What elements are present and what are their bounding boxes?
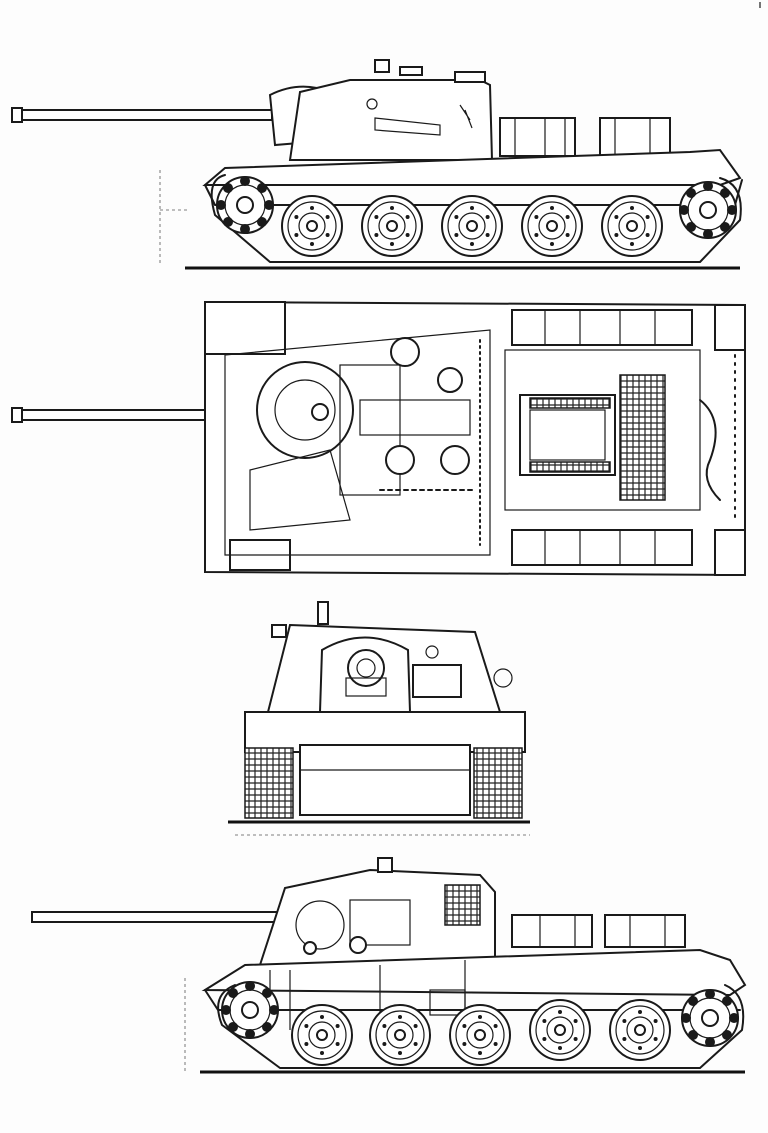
hull [201, 948, 747, 997]
radiator-grille [619, 374, 666, 501]
gun-muzzle [347, 649, 385, 687]
front-view [228, 601, 530, 836]
gun-mount [256, 361, 354, 459]
side-cutaway-view [31, 857, 747, 1074]
top-view [11, 300, 746, 577]
fuel-tank [511, 914, 593, 948]
fuel-tank [511, 529, 693, 566]
track [210, 174, 742, 263]
gun-barrel [31, 911, 295, 923]
gun-barrel [11, 107, 273, 123]
periscope [374, 59, 390, 73]
periscope [377, 857, 393, 873]
track-left [244, 747, 294, 819]
track [217, 984, 745, 1069]
periscope [317, 601, 329, 625]
fuel-tank [599, 117, 671, 157]
ammo-rack [444, 884, 481, 926]
fuel-tank [499, 117, 576, 157]
fuel-tank [604, 914, 686, 948]
fuel-tank [511, 309, 693, 346]
side-view-left [11, 59, 743, 270]
track-right [473, 747, 523, 819]
